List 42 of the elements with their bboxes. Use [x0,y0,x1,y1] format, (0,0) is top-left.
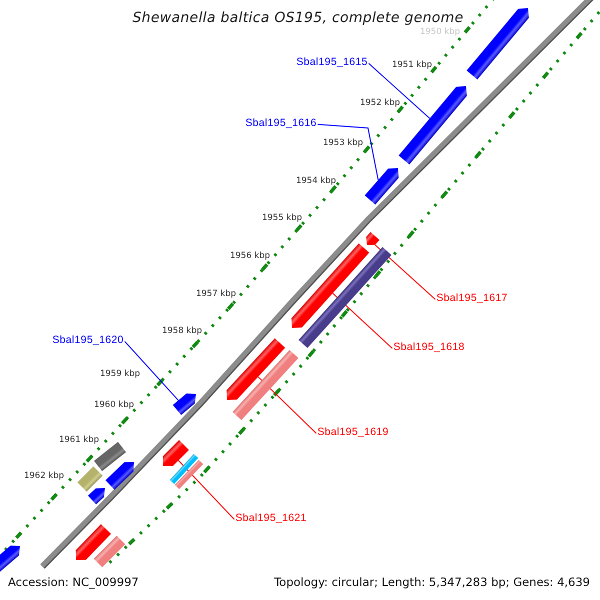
scale-label: 1958 kbp [162,326,202,336]
scale-label: 1953 kbp [322,138,364,148]
gene-feature [226,338,286,400]
gene-bar [170,454,198,484]
scale-label: 1952 kbp [360,98,400,108]
scale-label: 1955 kbp [262,213,302,223]
leader-line [332,292,393,349]
gene-label: Sbal195_1620 [52,334,124,346]
gene-bar [232,350,298,420]
gene-bar [298,246,392,348]
scale-label: 1951 kbp [392,60,432,70]
gene-label: Sbal195_1618 [393,341,465,353]
gene-feature [291,243,370,328]
scale-label: 1957 kbp [196,289,236,299]
gene-label: Sbal195_1615 [296,56,368,68]
leader-line [368,62,430,119]
gene-feature [88,488,105,504]
gene-label: Sbal195_1621 [235,512,307,524]
gene-feature [398,86,467,164]
gene-feature [364,168,399,205]
scale-label: 1956 kbp [230,251,270,261]
scale-label: 1962 kbp [24,471,64,481]
gene-feature [76,524,112,560]
gene-feature [106,462,134,490]
leader-line [374,244,436,300]
scale-label: 1961 kbp [58,435,100,445]
gene-feature [466,8,529,80]
gene-bar [174,460,204,490]
gene-label: Sbal195_1617 [436,292,508,304]
gene-label: Sbal195_1619 [317,426,389,438]
scale-label: 1959 kbp [100,369,140,379]
gene-feature [172,394,196,415]
title: Shewanella baltica OS195, complete genome [132,10,464,26]
gene-feature [163,440,189,466]
leader-line [178,460,235,520]
gene-label: Sbal195_1616 [245,117,317,129]
leader-line [317,124,379,180]
leader-line [124,340,179,401]
leader-line [258,376,317,434]
gene-bar [94,536,126,568]
scale-label: 1960 kbp [94,400,134,410]
scale-label: 1954 kbp [296,176,336,186]
